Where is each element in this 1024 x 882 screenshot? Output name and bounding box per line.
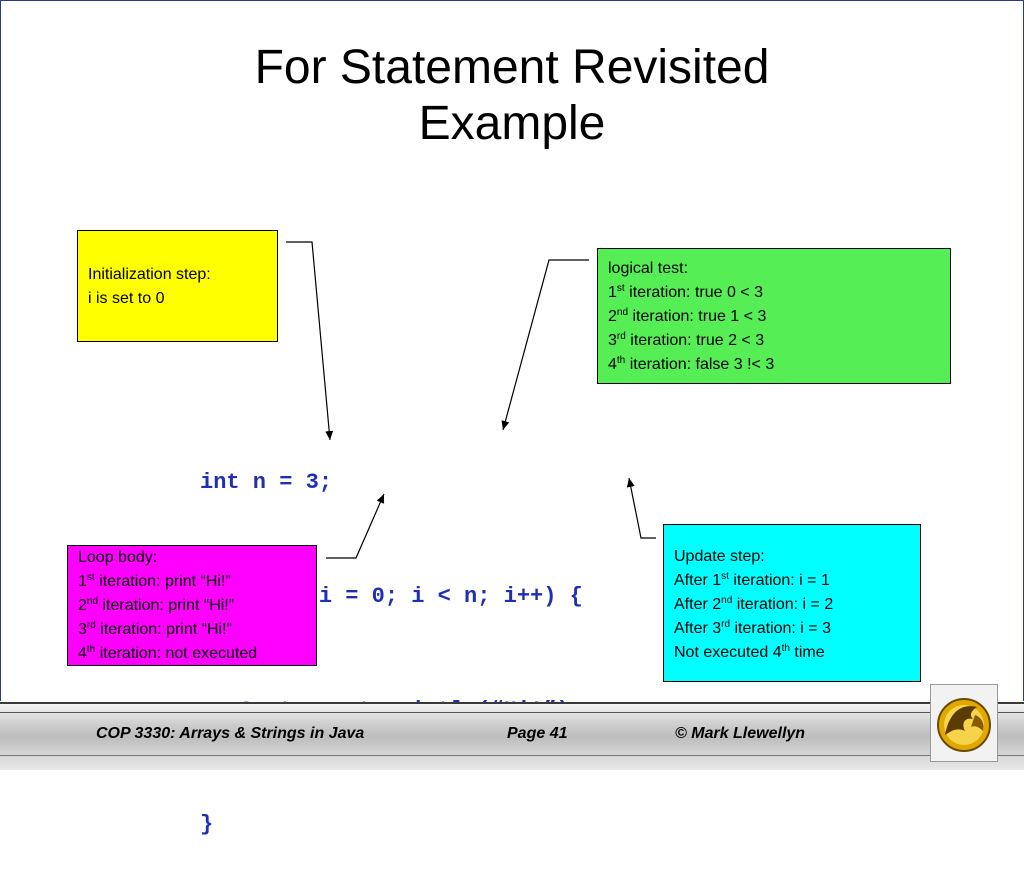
code-line-1: int n = 3; — [200, 470, 333, 495]
footer-page-number: Page 41 — [507, 725, 568, 742]
test-heading: logical test: — [608, 260, 689, 277]
footer-divider-top — [0, 712, 1024, 713]
test-row-4: 4th iteration: false 3 !< 3 — [608, 355, 775, 374]
update-row-3: After 3rd iteration: i = 3 — [674, 619, 831, 638]
test-row-2: 2nd iteration: true 1 < 3 — [608, 307, 767, 326]
footer-course: COP 3330: Arrays & Strings in Java — [96, 725, 365, 742]
footer-author: © Mark Llewellyn — [675, 725, 806, 742]
test-row-3: 3rd iteration: true 2 < 3 — [608, 331, 765, 350]
update-heading: Update step: — [674, 548, 765, 565]
footer-divider-bottom — [0, 755, 1024, 756]
footer-bar — [0, 702, 1024, 770]
update-row-2: After 2nd iteration: i = 2 — [674, 595, 834, 614]
body-row-4: 4th iteration: not executed — [78, 644, 258, 663]
init-line-1: Initialization step: — [88, 266, 211, 283]
update-row-4: Not executed 4th time — [674, 643, 825, 662]
body-row-3: 3rd iteration: print “Hi!” — [78, 620, 232, 639]
title-line-1: For Statement Revisited — [254, 41, 770, 94]
initialization-callout: Initialization step: i is set to 0 — [77, 230, 278, 342]
test-row-1: 1st iteration: true 0 < 3 — [608, 283, 763, 302]
body-row-2: 2nd iteration: print “Hi!” — [78, 596, 235, 615]
init-line-2: i is set to 0 — [88, 290, 165, 307]
loop-body-callout: Loop body: 1st iteration: print “Hi!” 2n… — [67, 545, 317, 666]
code-line-4: } — [200, 812, 214, 837]
pegasus-logo-icon — [930, 684, 998, 762]
body-row-1: 1st iteration: print “Hi!” — [78, 572, 231, 591]
title-line-2: Example — [418, 97, 606, 150]
logical-test-callout: logical test: 1st iteration: true 0 < 3 … — [597, 248, 951, 384]
update-step-callout: Update step: After 1st iteration: i = 1 … — [663, 524, 921, 682]
body-heading: Loop body: — [78, 549, 158, 566]
update-row-1: After 1st iteration: i = 1 — [674, 571, 830, 590]
slide-title: For Statement Revisited Example — [0, 40, 1024, 152]
